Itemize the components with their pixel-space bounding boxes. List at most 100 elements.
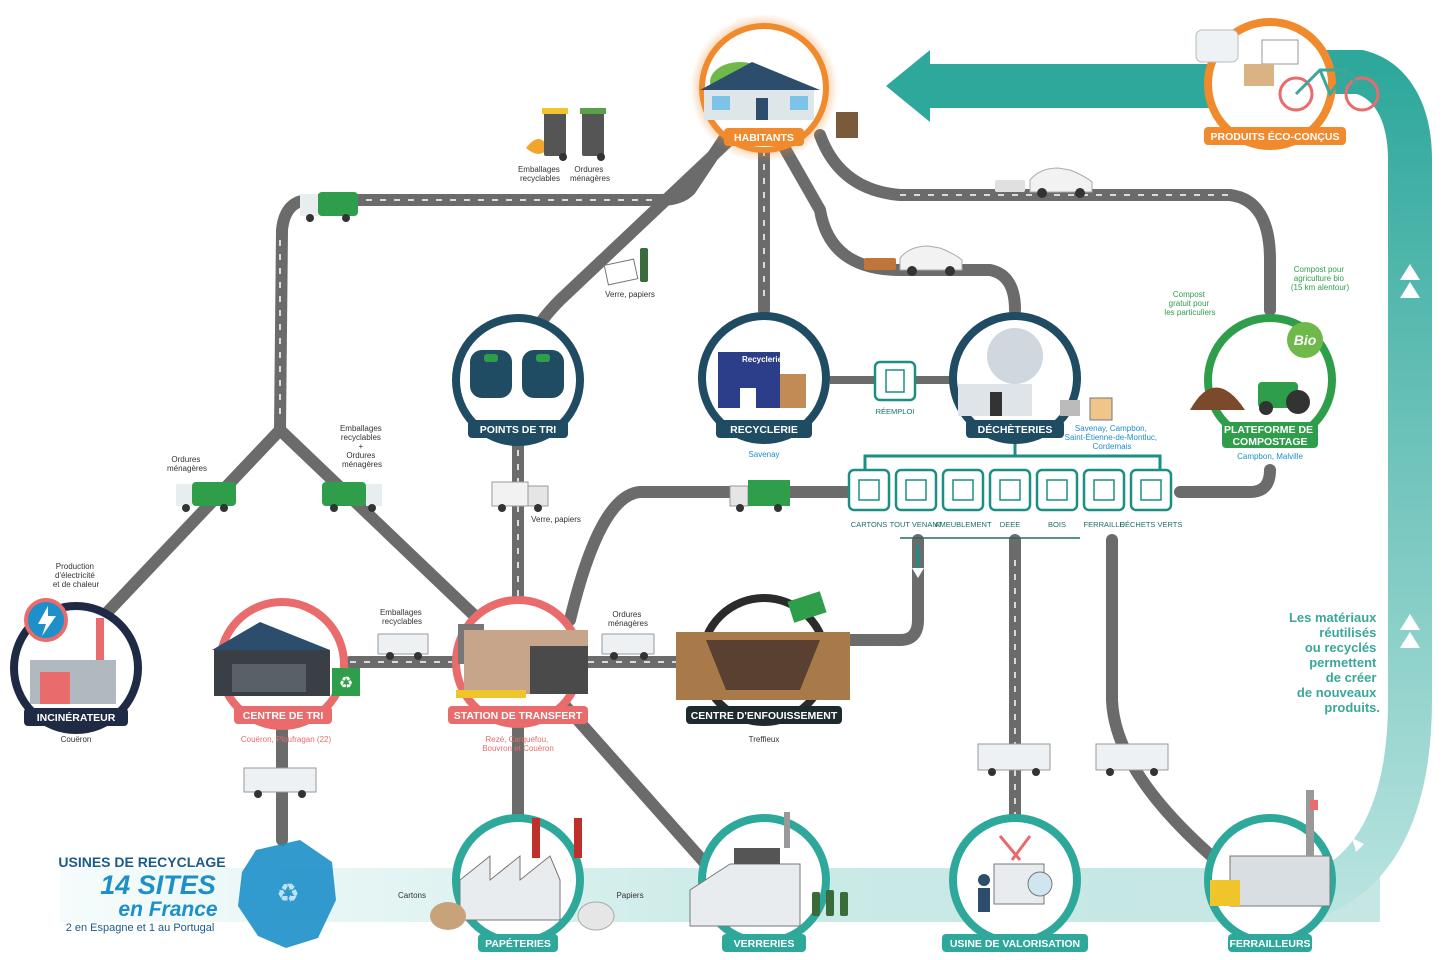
compost-agriculture-label: Compost pour agriculture bio (15 km alen…	[1291, 265, 1350, 292]
station-de-transfert-node[interactable]: STATION DE TRANSFERT	[448, 596, 588, 728]
svg-text:♻: ♻	[339, 675, 353, 692]
waste-category-5: FERRAILLE	[1082, 468, 1126, 529]
plateforme-location: Campbon, Malville	[1237, 452, 1303, 461]
waste-category-label: FERRAILLE	[1084, 520, 1125, 529]
garbage-truck-top	[300, 192, 358, 222]
container-truck-pdt	[491, 481, 549, 512]
reemploi-connector: RÉEMPLOI	[830, 360, 950, 416]
recyclerie-node[interactable]: Recyclerie RECYCLERIE	[698, 312, 830, 444]
svg-text:♻: ♻	[276, 878, 299, 908]
return-flow-arrow	[886, 50, 1432, 922]
produits-label: PRODUITS ÉCO-CONÇUS	[1211, 130, 1340, 143]
glass-paper-icon	[603, 248, 648, 286]
recyclerie-sign: Recyclerie	[742, 355, 783, 364]
plateforme-label: PLATEFORME DE COMPOSTAGE	[1224, 424, 1316, 448]
waste-category-label: TOUT VENANT	[890, 520, 943, 529]
bins-ordures-label: Ordures ménagères	[570, 165, 610, 183]
truck-centre-station	[377, 633, 429, 660]
production-label: Production d'électricité et de chaleur	[53, 562, 100, 589]
usines-sub: 2 en Espagne et 1 au Portugal	[66, 922, 215, 934]
car-trailer-top	[995, 167, 1093, 198]
ordures-left-label: Ordures ménagères	[167, 455, 207, 473]
plateforme-compostage-node[interactable]: Bio PLATEFORME DE COMPOSTAGE	[1190, 314, 1336, 448]
habitants-node[interactable]: HABITANTS	[690, 14, 838, 162]
decheteries-label: DÉCHÈTERIES	[978, 423, 1053, 436]
verre-papiers-label: Verre, papiers	[531, 515, 581, 524]
papeteries-node[interactable]: PAPÉTERIES	[430, 814, 615, 952]
emballages-centre-label: Emballages recyclables	[380, 608, 424, 626]
verreries-node[interactable]: VERRERIES	[689, 812, 848, 952]
enfouissement-location: Treffieux	[749, 735, 780, 744]
waste-category-icon	[1093, 479, 1115, 501]
waste-category-icon	[905, 479, 927, 501]
bins-icon	[526, 108, 606, 161]
incinerateur-label: INCINÉRATEUR	[37, 711, 116, 724]
ferrailleurs-label: FERRAILLEURS	[1229, 938, 1310, 950]
usines-country: en France	[118, 898, 218, 921]
waste-category-4: BOIS	[1035, 468, 1079, 529]
garbage-truck-left	[176, 482, 236, 512]
station-label: STATION DE TRANSFERT	[454, 710, 583, 722]
truck-deee	[977, 743, 1051, 776]
waste-category-label: BOIS	[1048, 520, 1066, 529]
produits-eco-concus-node[interactable]: PRODUITS ÉCO-CONÇUS	[1195, 18, 1380, 150]
recyclerie-location: Savenay	[748, 450, 779, 459]
decheteries-location: Savenay, Campbon, Saint-Étienne-de-Montl…	[1065, 424, 1160, 451]
garbage-truck-mid	[322, 482, 382, 512]
truck-ferraille	[1095, 743, 1169, 776]
cartons-label: Cartons	[398, 891, 426, 900]
waste-category-icon	[858, 479, 880, 501]
container-truck-dech	[729, 480, 790, 512]
verreries-label: VERRERIES	[734, 938, 795, 950]
valorisation-label: USINE DE VALORISATION	[950, 938, 1080, 950]
ordures-station-label: Ordures ménagères	[608, 610, 648, 628]
recyclerie-label: RECYCLERIE	[730, 424, 798, 436]
waste-category-label: DÉCHETS VERTS	[1120, 520, 1183, 529]
station-location: Rezé, Carquefou, Bouvron et Couëron	[482, 735, 554, 753]
waste-category-2: AMEUBLEMENT	[934, 468, 992, 529]
points-de-tri-node[interactable]: POINTS DE TRI	[452, 314, 584, 446]
verre-papiers-top-label: Verre, papiers	[605, 290, 655, 299]
incinerateur-location: Couëron	[61, 735, 92, 744]
incinerateur-node[interactable]: INCINÉRATEUR	[10, 598, 142, 734]
car-trailer-mid	[864, 245, 963, 276]
centre-de-tri-location: Couëron, Ploufragan (22)	[241, 735, 332, 744]
centre-de-tri-label: CENTRE DE TRI	[243, 710, 324, 722]
waste-category-icon	[1140, 479, 1162, 501]
usines-title: USINES DE RECYCLAGE	[58, 854, 225, 870]
decheteries-node[interactable]: DÉCHÈTERIES	[949, 312, 1113, 444]
truck-to-france	[243, 767, 317, 798]
waste-category-icon	[1046, 479, 1068, 501]
habitants-label: HABITANTS	[734, 132, 794, 144]
waste-category-1: TOUT VENANT	[890, 468, 943, 529]
house-roof	[700, 62, 820, 90]
truck-station-enf	[601, 633, 655, 660]
centre-de-tri-node[interactable]: ♻ CENTRE DE TRI	[212, 598, 360, 730]
france-map: ♻	[238, 840, 336, 948]
usines-sites: 14 SITES	[100, 870, 216, 900]
emb-ord-label: Emballages recyclables + Ordures ménagèr…	[340, 424, 384, 469]
points-de-tri-label: POINTS DE TRI	[480, 424, 557, 436]
waste-category-icon	[952, 479, 974, 501]
waste-category-label: CARTONS	[851, 520, 887, 529]
waste-category-label: DEEE	[1000, 520, 1020, 529]
enfouissement-label: CENTRE D'ENFOUISSEMENT	[691, 710, 838, 722]
centre-enfouissement-node[interactable]: CENTRE D'ENFOUISSEMENT	[676, 591, 850, 726]
waste-category-0: CARTONS	[847, 468, 891, 529]
compost-bin-icon	[836, 112, 858, 138]
waste-category-icon	[999, 479, 1021, 501]
bins-emballages-label: Emballages recyclables	[518, 165, 562, 183]
waste-category-3: DEEE	[988, 468, 1032, 529]
side-note: Les matériaux réutilisés ou recyclés per…	[1289, 610, 1380, 715]
bio-badge: Bio	[1294, 332, 1317, 348]
compost-particuliers-label: Compost gratuit pour les particuliers	[1164, 290, 1215, 317]
ferrailleurs-node[interactable]: FERRAILLEURS	[1204, 790, 1336, 952]
usine-valorisation-node[interactable]: USINE DE VALORISATION	[942, 814, 1088, 952]
waste-category-label: AMEUBLEMENT	[934, 520, 992, 529]
reemploi-label: RÉEMPLOI	[876, 407, 915, 416]
papiers-label: Papiers	[616, 891, 643, 900]
waste-category-6: DÉCHETS VERTS	[1120, 468, 1183, 529]
papeteries-label: PAPÉTERIES	[485, 937, 551, 950]
